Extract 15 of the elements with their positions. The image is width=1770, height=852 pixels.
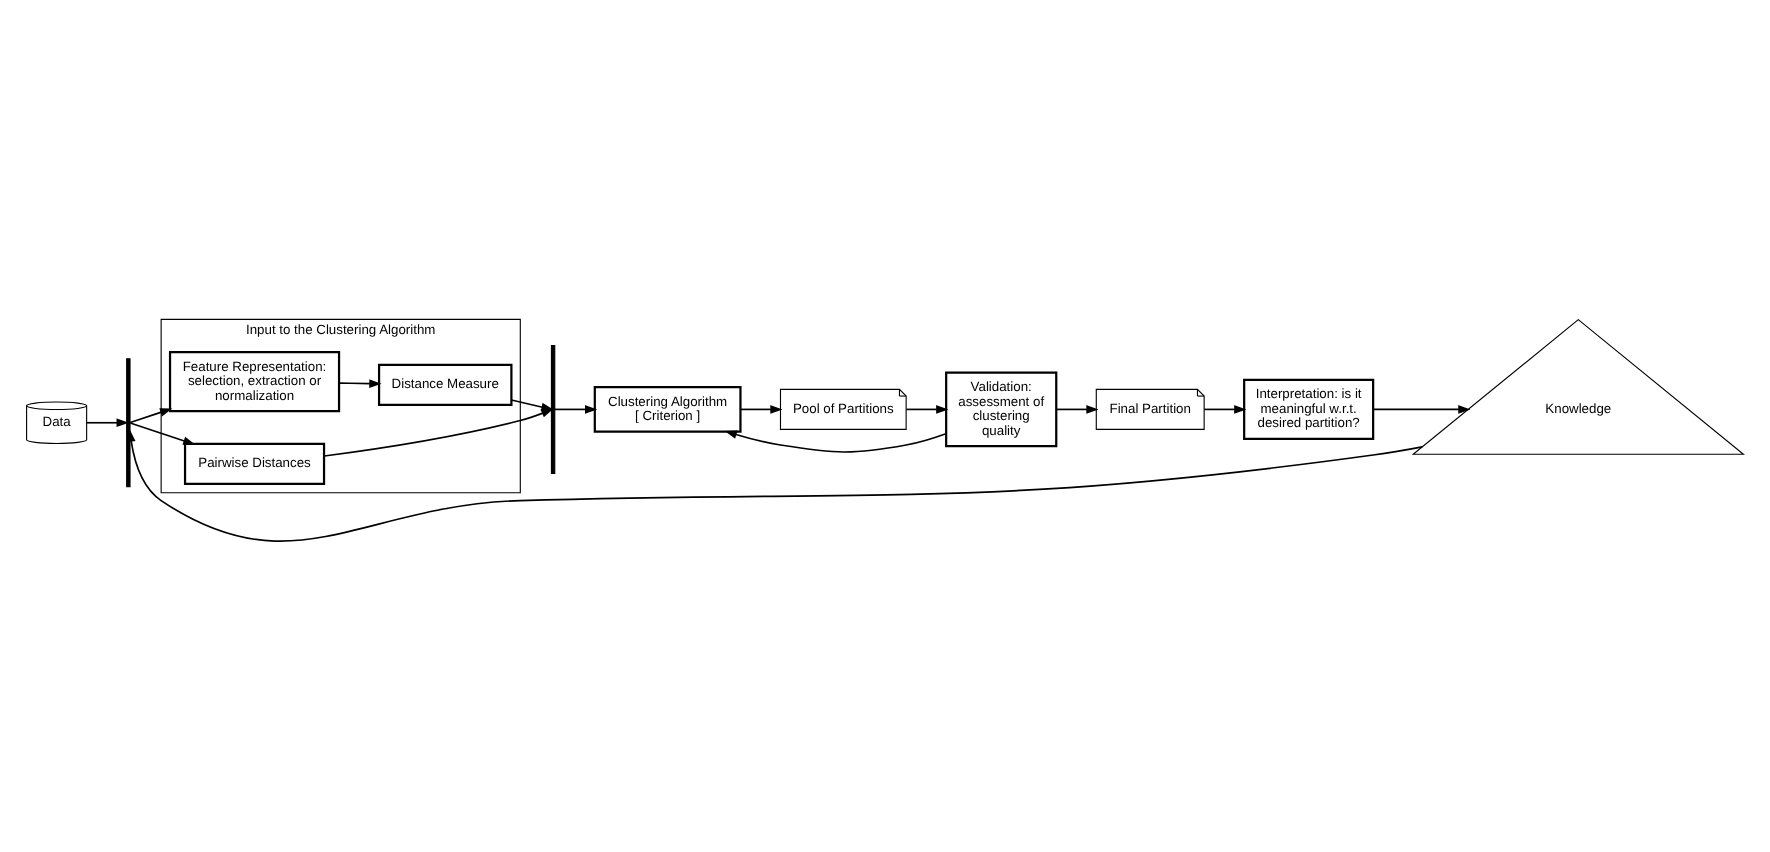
arrow: [1372, 405, 1471, 414]
arrow: [323, 408, 554, 457]
arrow: [724, 430, 947, 453]
arrow: [127, 429, 1424, 542]
arrow: [905, 405, 949, 414]
arrow: [739, 405, 783, 414]
arrow: [554, 405, 598, 414]
node-bar: [126, 358, 131, 488]
arrow: [129, 422, 196, 445]
arrow: [85, 418, 129, 428]
node-bar: [550, 344, 556, 474]
arrow: [1055, 405, 1099, 414]
arrow: [129, 408, 173, 424]
arrow: [1203, 405, 1247, 414]
arrow: [338, 379, 382, 388]
